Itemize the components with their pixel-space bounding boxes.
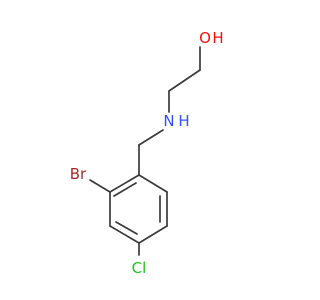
chlorine-label: Cl <box>132 259 147 277</box>
ring-bond-3-inner <box>115 221 138 235</box>
bond-c1-c2 <box>168 69 201 92</box>
ring-bond-6 <box>138 174 168 193</box>
ring-bond-4 <box>138 225 168 244</box>
molecule-structure-diagram: O H N H Br Cl <box>70 29 224 277</box>
bromine-label: Br <box>70 165 87 183</box>
bond-n-c3 <box>138 129 164 146</box>
oxygen-label: O <box>199 29 211 47</box>
hydroxyl-hydrogen-label: H <box>212 29 223 47</box>
ring-bond-1-inner <box>113 182 137 197</box>
ring-bond-3 <box>109 225 140 244</box>
bond-ring-br <box>89 179 111 193</box>
nitrogen-label: N <box>163 112 174 130</box>
amine-hydrogen-label: H <box>178 112 189 130</box>
ring-bond-1 <box>109 174 140 193</box>
